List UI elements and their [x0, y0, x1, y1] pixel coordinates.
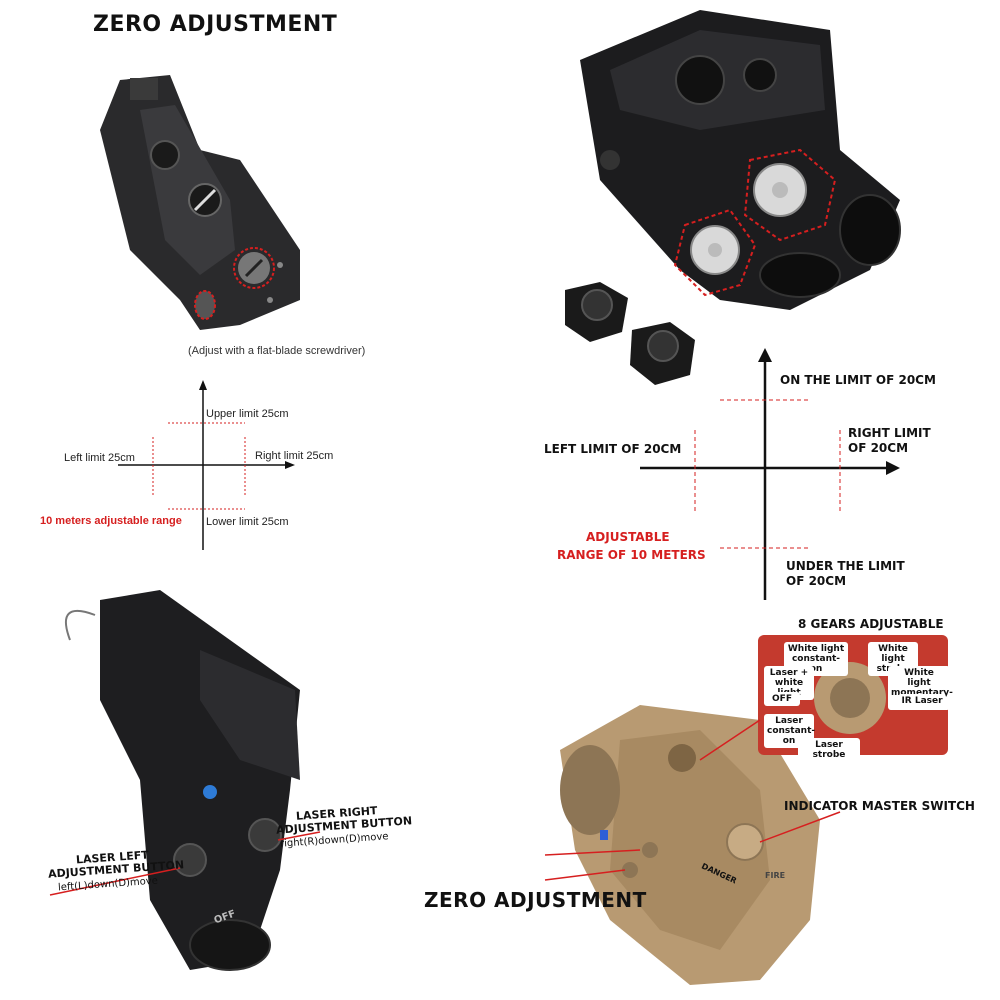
tr-upper-limit: ON THE LIMIT OF 20CM: [780, 373, 936, 387]
mode-ir-laser: IR Laser: [898, 694, 946, 708]
tr-lower-limit-1: UNDER THE LIMIT: [786, 559, 905, 573]
gears-title: 8 GEARS ADJUSTABLE: [798, 617, 944, 631]
tr-lower-limit-2: OF 20CM: [786, 574, 847, 588]
top-right-device: [565, 10, 901, 385]
screwdriver-caption: (Adjust with a flat-blade screwdriver): [188, 345, 366, 357]
top-left-title: ZERO ADJUSTMENT: [93, 12, 338, 37]
right-limit-label: Right limit 25cm: [255, 450, 334, 462]
tr-right-limit-1: RIGHT LIMIT: [848, 426, 931, 440]
adjustable-range-label: 10 meters adjustable range: [40, 515, 182, 527]
top-right-axes: [640, 348, 900, 600]
left-limit-label: Left limit 25cm: [64, 452, 135, 464]
bottom-zero-adjustment-label: ZERO ADJUSTMENT: [424, 888, 647, 912]
tr-range-2: RANGE OF 10 METERS: [557, 548, 706, 562]
lower-limit-label: Lower limit 25cm: [206, 516, 289, 528]
mode-laser-strobe: Laser strobe: [798, 738, 860, 762]
top-left-device: [100, 75, 300, 330]
top-left-axes: [118, 380, 295, 550]
fire-marking: FIRE: [765, 871, 786, 880]
bottom-left-device: [49, 590, 321, 971]
tr-range-1: ADJUSTABLE: [586, 530, 670, 544]
tr-left-limit: LEFT LIMIT OF 20CM: [544, 442, 682, 456]
upper-limit-label: Upper limit 25cm: [206, 408, 289, 420]
indicator-master-switch-label: INDICATOR MASTER SWITCH: [784, 799, 975, 813]
mode-off: OFF: [764, 692, 800, 706]
tr-right-limit-2: OF 20CM: [848, 441, 909, 455]
